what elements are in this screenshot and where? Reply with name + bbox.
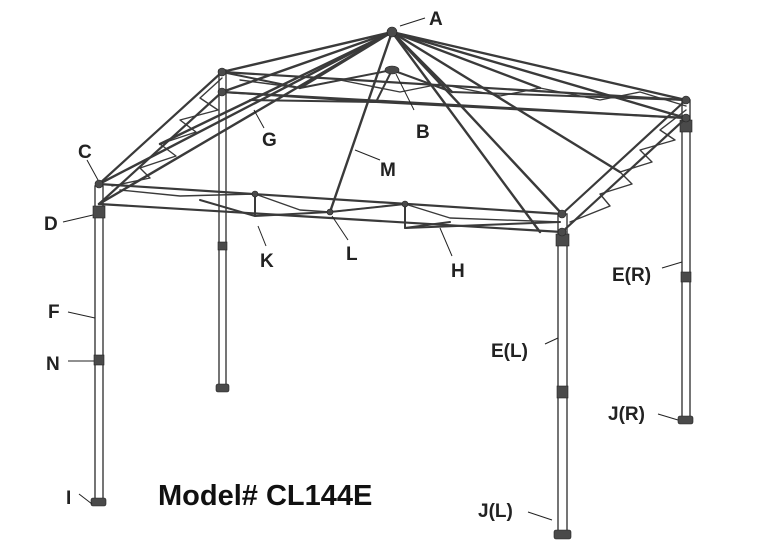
label-c: C [78,142,92,163]
corner-joints [94,67,691,237]
roof-spokes [97,30,688,234]
label-n: N [46,354,60,375]
leg-front-right [553,213,572,540]
label-i: I [66,488,71,509]
label-k: K [260,251,274,272]
model-caption: Model# CL144E [158,480,372,512]
label-e-r: E(R) [612,265,651,286]
leader-lines [62,17,683,521]
label-l: L [346,244,358,265]
label-b: B [416,122,430,143]
label-j-l: J(L) [478,501,513,522]
label-e-l: E(L) [491,341,528,362]
label-j-r: J(R) [608,404,645,425]
leg-back-right [677,99,694,425]
top-center-hub [386,26,398,38]
label-g: G [262,130,277,151]
leg-front-left [90,185,107,507]
label-h: H [451,261,465,282]
secondary-hub [384,65,400,75]
label-d: D [44,214,58,235]
label-f: F [48,302,60,323]
label-a: A [429,9,443,30]
label-m: M [380,160,396,181]
